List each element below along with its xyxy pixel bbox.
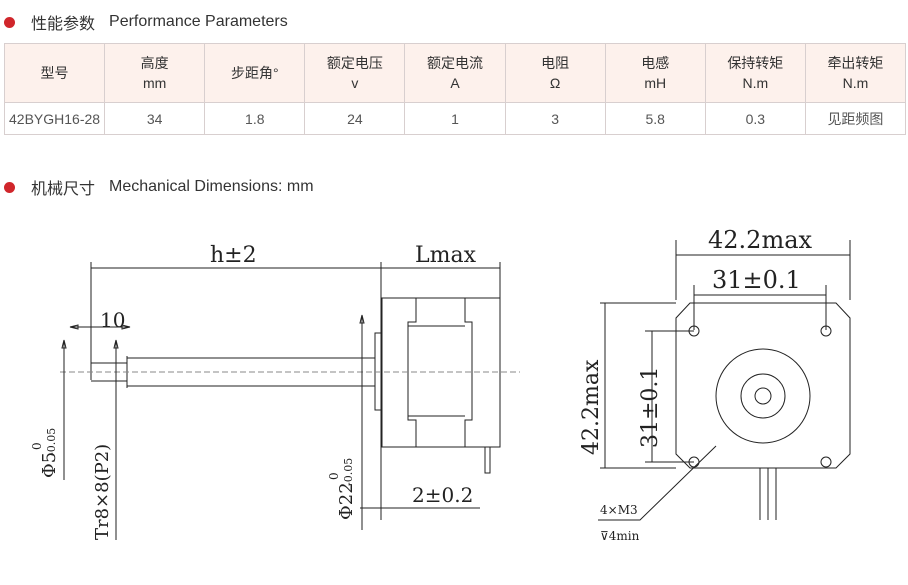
dim-lmax: Lmax [415, 243, 477, 268]
dim-height-31: 31±0.1 [638, 367, 663, 448]
cell: 5.8 [604, 102, 706, 135]
dim-h: h±2 [210, 243, 257, 268]
mechanical-section-title: 机械尺寸 Mechanical Dimensions: mm [0, 175, 314, 199]
tol-up: 0 [30, 442, 44, 450]
front-view: 42.2max 31±0.1 42.2max 31±0.1 4×M3 ⊽4min [579, 226, 851, 543]
side-view: h±2 Lmax 10 2±0.2 Φ50-0.05 Tr8×8(P2) Φ22… [30, 243, 520, 540]
tol-low: -0.05 [45, 428, 58, 456]
performance-section-title: 性能参数 Performance Parameters [0, 10, 288, 34]
cell: 1 [404, 102, 506, 135]
cell: 见距频图 [804, 102, 907, 135]
dim-width-31: 31±0.1 [712, 266, 801, 294]
dim-width-422: 42.2max [708, 226, 813, 254]
table-row: 42BYGH16-28 34 1.8 24 1 3 5.8 0.3 见距频图 [3, 102, 907, 135]
dim-10: 10 [100, 308, 125, 332]
title-en: Mechanical Dimensions: mm [109, 178, 314, 195]
title-cn: 性能参数 [31, 16, 96, 33]
dim-height-422: 42.2max [579, 359, 604, 455]
dim-phi22: Φ22 [336, 482, 357, 520]
col-header: 型号 [3, 43, 106, 103]
bullet-icon [4, 181, 15, 193]
cell: 24 [304, 102, 406, 135]
hole-note: 4×M3 [600, 503, 638, 517]
cell: 1.8 [204, 102, 306, 135]
depth-note: ⊽4min [600, 529, 640, 543]
cell: 3 [504, 102, 606, 135]
dim-2: 2±0.2 [412, 483, 473, 507]
title-cn: 机械尺寸 [31, 181, 96, 198]
cell: 0.3 [704, 102, 806, 135]
title-en: Performance Parameters [109, 13, 288, 30]
cell: 34 [104, 102, 206, 135]
tol-up: 0 [327, 472, 341, 480]
bullet-icon [4, 16, 15, 28]
col-header: 步距角° [204, 43, 306, 103]
cell: 42BYGH16-28 [3, 102, 106, 135]
dim-phi5: Φ5 [39, 452, 60, 478]
dim-thread: Tr8×8(P2) [92, 444, 113, 540]
tol-low: -0.05 [342, 458, 355, 486]
